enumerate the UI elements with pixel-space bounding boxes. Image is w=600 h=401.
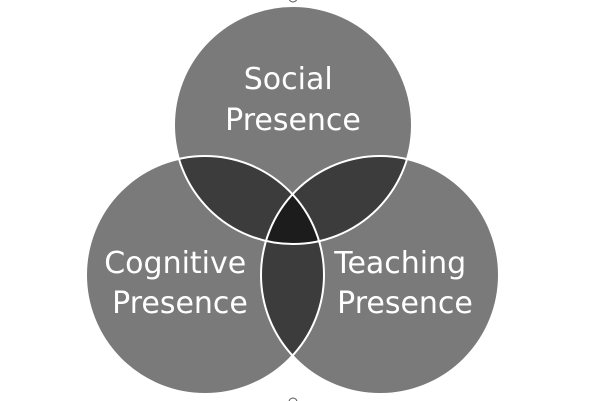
- edge-handles: [288, 0, 298, 401]
- top-handle: [288, 0, 298, 3]
- label-teaching-line-2: Presence: [337, 286, 473, 321]
- circle-outlines: [85, 5, 500, 395]
- overlap-social-cognitive: [174, 156, 324, 244]
- label-cognitive-line-1: Cognitive: [104, 246, 246, 281]
- label-social: Social Presence: [225, 62, 361, 138]
- label-cognitive-line-2: Presence: [112, 286, 248, 321]
- label-cognitive: Cognitive Presence: [104, 246, 256, 321]
- label-teaching-line-1: Teaching: [333, 246, 466, 281]
- label-social-line-2: Presence: [225, 103, 361, 138]
- overlap-social-teaching: [261, 156, 412, 244]
- bottom-handle: [288, 397, 298, 401]
- label-social-line-1: Social: [244, 62, 333, 97]
- label-teaching: Teaching Presence: [333, 246, 476, 321]
